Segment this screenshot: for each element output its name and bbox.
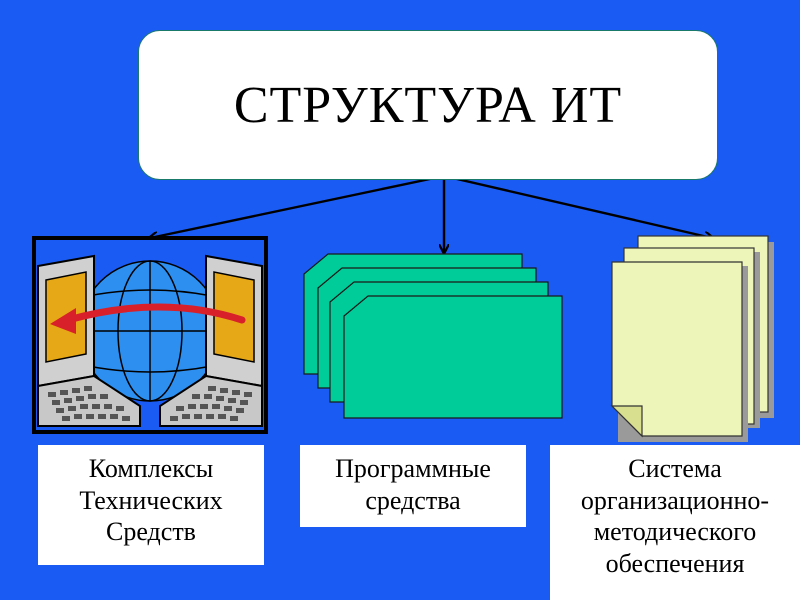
label-software: Программные средства — [300, 445, 526, 527]
label-line: Программные — [335, 454, 491, 483]
label-line: Средств — [106, 517, 196, 547]
label-technical-complexes: Комплексы Технических Средств — [38, 445, 264, 565]
label-line: обеспечения — [605, 549, 745, 579]
network-computers-icon — [32, 236, 268, 434]
arrow-to-hardware — [150, 174, 445, 238]
diagram-title: СТРУКТУРА ИТ — [233, 76, 623, 134]
label-line: Система — [628, 454, 722, 483]
label-line: организационно- — [580, 485, 770, 515]
transfer-arrow-icon — [50, 303, 246, 334]
stacked-folders-icon — [303, 253, 563, 419]
label-line: методического — [593, 517, 757, 547]
arrow-to-methods — [443, 174, 712, 238]
document-stack-icon — [610, 235, 774, 442]
label-line: Комплексы — [88, 454, 214, 483]
title-box: СТРУКТУРА ИТ — [138, 30, 718, 180]
label-line: средства — [365, 485, 461, 515]
label-line: Технических — [79, 485, 223, 515]
label-organizational-methodical: Система организационно- методического об… — [550, 445, 800, 600]
